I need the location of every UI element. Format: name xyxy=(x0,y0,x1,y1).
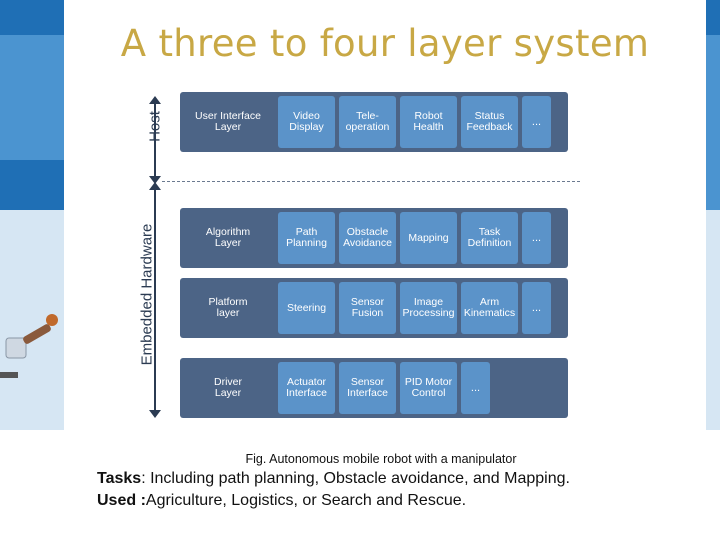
embedded-arrow-up-icon xyxy=(149,182,161,190)
module-box: PID Motor Control xyxy=(400,362,457,414)
module-box: Sensor Fusion xyxy=(339,282,396,334)
tasks-text: : Including path planning, Obstacle avoi… xyxy=(141,470,570,487)
module-box: Image Processing xyxy=(400,282,457,334)
layer-platform: Platform layer Steering Sensor Fusion Im… xyxy=(180,278,568,338)
module-box: Robot Health xyxy=(400,96,457,148)
layer-driver: Driver Layer Actuator Interface Sensor I… xyxy=(180,358,568,418)
layer-name: User Interface Layer xyxy=(195,110,261,133)
more-modules-box: ... xyxy=(461,362,490,414)
host-label: Host xyxy=(146,111,164,142)
module-box: Status Feedback xyxy=(461,96,518,148)
embedded-arrow-down-icon xyxy=(149,410,161,418)
embedded-axis-line xyxy=(154,188,156,412)
layer-name: Driver Layer xyxy=(214,376,242,399)
robot-arm-icon xyxy=(0,314,58,378)
layer-algorithm: Algorithm Layer Path Planning Obstacle A… xyxy=(180,208,568,268)
layer-name: Algorithm Layer xyxy=(205,226,251,249)
module-box: Obstacle Avoidance xyxy=(339,212,396,264)
right-decoration-panel xyxy=(706,0,720,540)
used-label: Used : xyxy=(97,492,146,509)
module-box: Video Display xyxy=(278,96,335,148)
host-arrow-up-icon xyxy=(149,96,161,104)
module-box: Arm Kinematics xyxy=(461,282,518,334)
slide-title: A three to four layer system xyxy=(120,22,650,65)
layer-diagram: Host Embedded Hardware User Interface La… xyxy=(130,88,590,426)
more-modules-box: ... xyxy=(522,96,551,148)
host-axis-line xyxy=(154,102,156,178)
module-box: Path Planning xyxy=(278,212,335,264)
module-box: Mapping xyxy=(400,212,457,264)
more-modules-box: ... xyxy=(522,282,551,334)
left-decoration-panel xyxy=(0,0,64,540)
tasks-line: Tasks: Including path planning, Obstacle… xyxy=(97,470,570,488)
module-box: Sensor Interface xyxy=(339,362,396,414)
figure-caption: Fig. Autonomous mobile robot with a mani… xyxy=(245,452,517,466)
embedded-hardware-label: Embedded Hardware xyxy=(138,223,156,366)
used-line: Used :Agriculture, Logistics, or Search … xyxy=(97,492,466,510)
layer-user-interface: User Interface Layer Video Display Tele-… xyxy=(180,92,568,152)
host-arrow-down-icon xyxy=(149,176,161,184)
module-box: Steering xyxy=(278,282,335,334)
tasks-label: Tasks xyxy=(97,470,142,487)
more-modules-box: ... xyxy=(522,212,551,264)
layer-name: Platform layer xyxy=(208,296,248,319)
module-box: Tele- operation xyxy=(339,96,396,148)
module-box: Actuator Interface xyxy=(278,362,335,414)
module-box: Task Definition xyxy=(461,212,518,264)
host-divider xyxy=(162,181,580,182)
used-text: Agriculture, Logistics, or Search and Re… xyxy=(145,492,467,509)
